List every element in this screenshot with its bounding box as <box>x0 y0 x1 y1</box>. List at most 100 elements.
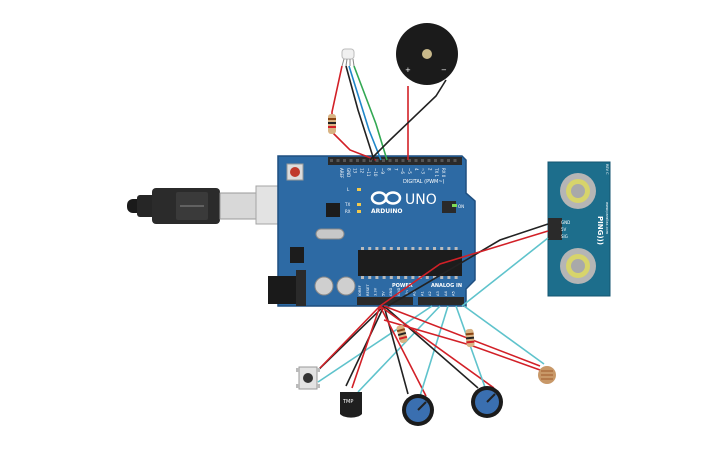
power-pin-label: A4 <box>444 291 448 296</box>
chip-leg <box>375 247 379 250</box>
capacitor <box>314 276 334 296</box>
buzzer-plus: + <box>405 66 411 74</box>
digital-pin-label: AREF <box>339 168 344 179</box>
power-pin-label: 3.3V <box>374 287 378 296</box>
sensor-rev: REV C <box>605 164 609 175</box>
header-pin <box>427 159 431 162</box>
digital-pin-label: ~6 <box>400 168 405 174</box>
digital-pin-label: RX 0 <box>441 168 446 178</box>
potentiometer[interactable] <box>471 386 503 418</box>
power-pin-label: RESET <box>366 284 370 296</box>
resistor <box>328 114 336 134</box>
crystal <box>315 228 345 240</box>
chip-leg <box>433 276 436 279</box>
chip-leg <box>397 247 400 250</box>
header-pin <box>356 159 359 162</box>
l-label: L <box>347 187 350 192</box>
header-pin <box>434 159 437 162</box>
header-pin <box>421 159 424 162</box>
chip-leg <box>361 276 364 279</box>
sensor-name: PING))) <box>596 216 604 245</box>
header-pin <box>330 159 333 162</box>
power-label: POWER <box>392 283 413 289</box>
header-pin <box>349 159 353 162</box>
power-pin-label: GND <box>389 288 393 296</box>
tmp-label: TMP <box>342 399 353 405</box>
sensor-brand: www.parallax.com <box>605 202 609 235</box>
temperature-sensor: TMP <box>340 392 362 418</box>
chip-leg <box>389 276 393 279</box>
photoresistor <box>538 366 556 384</box>
digital-pin-label: ~11 <box>366 168 371 177</box>
chip-leg <box>404 276 408 279</box>
chip-leg <box>382 276 386 279</box>
header-pin <box>453 159 457 162</box>
sensor-pin-gnd: GND <box>561 220 570 225</box>
chip-leg <box>418 247 422 250</box>
ultrasonic-sensor[interactable]: GND 5V SIG PING))) www.parallax.com REV … <box>547 161 611 297</box>
chip-leg <box>454 276 458 279</box>
power-pin-label: A3 <box>436 291 440 296</box>
digital-pin-label: 13 <box>353 168 358 174</box>
chip-leg <box>411 276 415 279</box>
power-pin-label: Vin <box>405 290 409 296</box>
potentiometer[interactable] <box>402 394 434 426</box>
header-pin <box>343 159 346 162</box>
chip-leg <box>425 247 429 250</box>
on-label: ON <box>458 204 464 209</box>
chip-leg <box>361 247 364 250</box>
header-pin <box>395 159 398 162</box>
power-header <box>357 297 413 305</box>
header-pin <box>447 159 450 162</box>
digital-pin-label: 12 <box>359 168 364 174</box>
sensor-pin-sig: SIG <box>561 234 568 239</box>
digital-pin-label: 4 <box>414 168 419 171</box>
header-pin <box>362 159 366 162</box>
piezo-buzzer[interactable]: + − <box>396 23 458 85</box>
resistor <box>465 328 475 348</box>
digital-pin-label: ~3 <box>421 168 426 174</box>
digital-pin-label: TX 1 <box>434 167 439 177</box>
capacitor <box>336 276 356 296</box>
chip-leg <box>389 247 393 250</box>
chip-leg <box>440 247 444 250</box>
chip-leg <box>368 247 372 250</box>
model-text: UNO <box>405 192 437 208</box>
rx-label: RX <box>345 209 351 214</box>
chip-leg <box>454 247 458 250</box>
power-pin-label: A1 <box>420 291 424 296</box>
chip-leg <box>404 247 408 250</box>
power-pin-label: 5V <box>381 291 385 296</box>
arduino-board: ARDUINO UNO DIGITAL (PWM~) POWER ANALOG … <box>268 155 476 307</box>
pushbutton[interactable] <box>296 366 320 390</box>
chip-leg <box>433 247 436 250</box>
header-pin <box>401 159 405 162</box>
top-wires <box>331 65 447 161</box>
chip-leg <box>447 247 451 250</box>
analog-label: ANALOG IN <box>431 283 462 289</box>
digital-pin-label: ~9 <box>380 168 385 174</box>
chip-leg <box>425 276 429 279</box>
digital-pin-label: 2 <box>427 168 432 171</box>
digital-pin-label: ~10 <box>373 168 378 177</box>
header-pin <box>408 159 411 162</box>
header-pin <box>414 159 418 162</box>
header-pin <box>440 159 444 162</box>
power-pin-label: A0 <box>413 291 417 296</box>
digital-pin-label: 8 <box>387 168 392 171</box>
chip-leg <box>411 247 415 250</box>
digital-pin-label: GND <box>346 168 351 177</box>
header-pin <box>382 159 385 162</box>
header-pin <box>375 159 379 162</box>
power-pin-label: A2 <box>428 291 432 296</box>
chip-leg <box>375 276 379 279</box>
rgb-led[interactable] <box>341 48 355 67</box>
arduino-logo: ARDUINO UNO <box>370 191 437 215</box>
chip-leg <box>397 276 400 279</box>
chip-leg <box>447 276 451 279</box>
digital-label: DIGITAL (PWM~) <box>403 179 445 185</box>
power-pin-label: A5 <box>452 291 456 296</box>
sensor-pin-5v: 5V <box>561 227 567 232</box>
buzzer-minus: − <box>441 66 447 74</box>
